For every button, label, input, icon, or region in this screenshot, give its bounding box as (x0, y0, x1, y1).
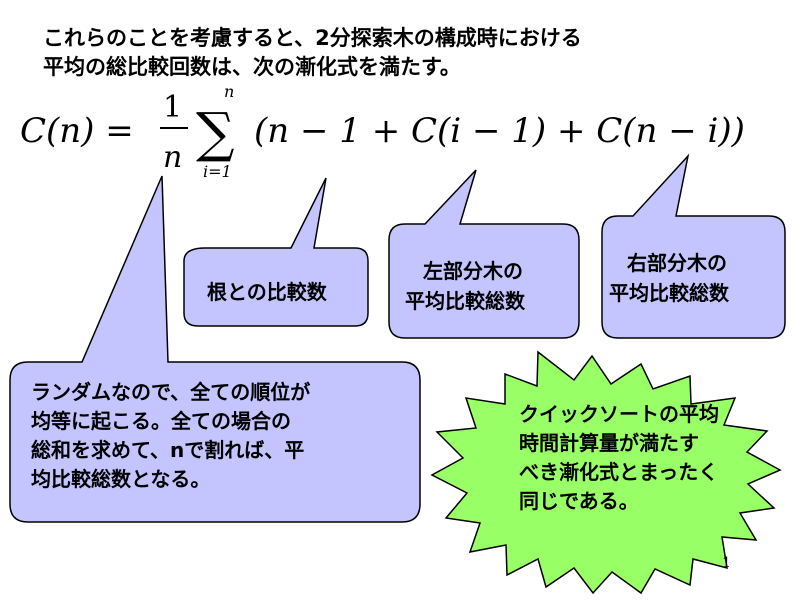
slide-title: これらのことを考慮すると、2分探索木の構成時における 平均の総比較回数は、次の漸… (43, 24, 783, 82)
right-subtree-label-2: 平均比較総数 (609, 281, 730, 305)
random-note-text: ランダムなので、全ての順位が 均等に起こる。全ての場合の 総和を求めて、nで割れ… (31, 378, 310, 494)
formula-denominator: n (163, 140, 182, 175)
title-line-1: これらのことを考慮すると、2分探索木の構成時における (43, 26, 582, 50)
formula-body: (n − 1 + C(i − 1) + C(n − i)) (254, 111, 745, 151)
left-subtree-label-2: 平均比較総数 (405, 289, 526, 313)
right-subtree-callout (601, 153, 786, 339)
left-subtree-label-1: 左部分木の (423, 259, 523, 283)
random-note-line-4: 均比較総数となる。 (31, 467, 211, 491)
sigma-symbol: ∑ (196, 101, 235, 164)
quicksort-note-line-2: 時間計算量が満たす (519, 431, 699, 455)
recurrence-formula: C(n) = 1 n n ∑ i=1 (n − 1 + C(i − 1) + C… (20, 82, 745, 181)
right-subtree-label-1: 右部分木の (627, 251, 727, 275)
page-number: 1 (722, 555, 731, 571)
random-note-callout (9, 175, 421, 523)
quicksort-note-line-4: 同じである。 (519, 489, 639, 513)
formula-lhs: C(n) = (20, 111, 134, 151)
random-note-line-1: ランダムなので、全ての順位が (31, 380, 311, 404)
formula-numerator: 1 (163, 90, 182, 125)
quicksort-starburst (430, 350, 782, 595)
title-line-2: 平均の総比較回数は、次の漸化式を満たす。 (43, 55, 461, 79)
random-note-line-2: 均等に起こる。全ての場合の (31, 409, 291, 433)
sum-lower-limit: i=1 (203, 162, 232, 181)
quicksort-note-line-1: クイックソートの平均 (519, 402, 719, 426)
quicksort-note-line-3: べき漸化式とまったく (519, 460, 719, 484)
root-compare-label: 根との比較数 (207, 280, 328, 304)
left-subtree-callout (388, 169, 580, 339)
random-note-line-3: 総和を求めて、nで割れば、平 (31, 438, 305, 462)
root-compare-callout (183, 177, 369, 327)
quicksort-note-text: クイックソートの平均 時間計算量が満たす べき漸化式とまったく 同じである。 (519, 400, 719, 516)
sum-upper-limit: n (224, 82, 234, 101)
